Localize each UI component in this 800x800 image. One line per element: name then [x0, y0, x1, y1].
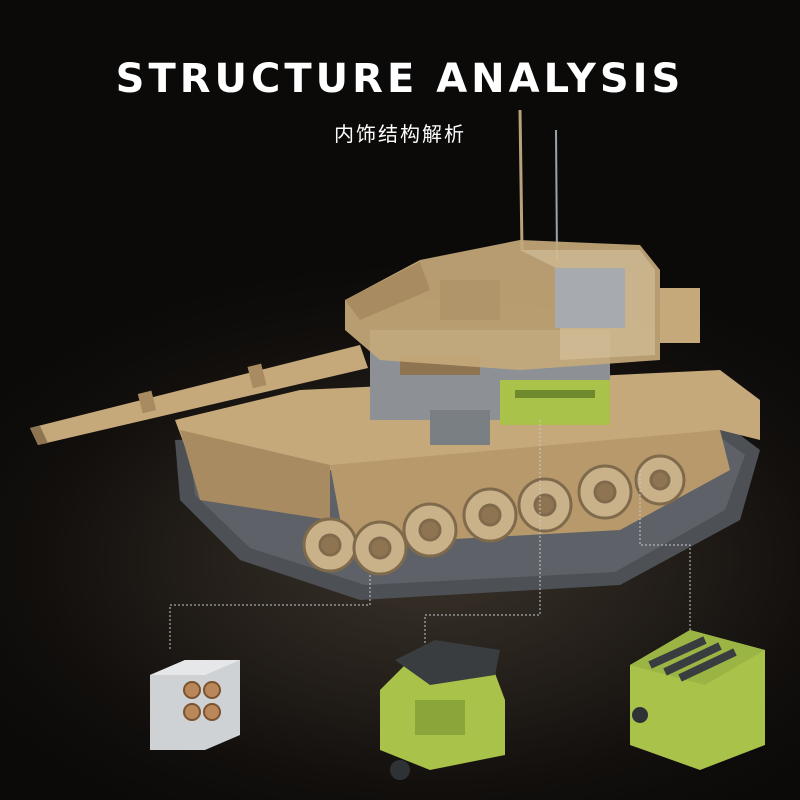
- road-wheels: [302, 454, 686, 576]
- page-subtitle: 内饰结构解析: [334, 122, 466, 146]
- turret: [345, 240, 660, 370]
- antenna-left: [518, 109, 524, 251]
- page-title: STRUCTURE ANALYSIS: [115, 56, 685, 102]
- rear-equipment: [660, 288, 700, 343]
- fuel-tank-callout: [630, 630, 765, 770]
- antenna-right: [555, 129, 558, 261]
- main-gun-barrel: [30, 345, 368, 445]
- ammunition-rack-callout: [150, 660, 240, 750]
- callout-lines: [169, 420, 691, 650]
- engine-block-callout: [380, 640, 505, 780]
